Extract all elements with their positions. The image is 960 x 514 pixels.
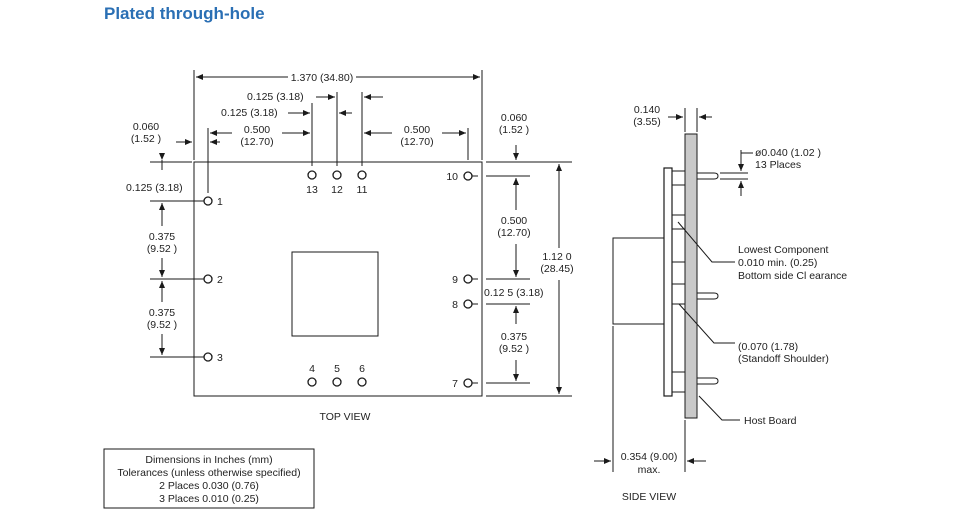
pin-9 (463, 274, 473, 284)
dim-pin13-left: 0.125 (3.18) (221, 107, 278, 119)
pin-count: 13 Places (755, 159, 801, 171)
notes-line-3: 2 Places 0.030 (0.76) (159, 480, 259, 492)
dim-left-to-13: 0.500 (244, 124, 270, 136)
pin-label-10: 10 (446, 171, 458, 183)
top-view: 1 2 3 4 5 6 7 8 9 10 11 12 13 (126, 70, 574, 423)
dim-left-edge-mm: (1.52 ) (131, 133, 161, 145)
pin-label-13: 13 (306, 184, 318, 196)
dim-left-to-13-mm: (12.70) (240, 136, 273, 148)
dim-max-height: 0.354 (9.00) (621, 451, 678, 463)
pin-8 (463, 299, 473, 309)
pin-label-3: 3 (217, 352, 223, 364)
pin-label-4: 4 (309, 363, 315, 375)
dim-overall-height: 1.12 0 (542, 251, 571, 263)
standoff-2: (Standoff Shoulder) (738, 353, 829, 365)
pin-7 (463, 378, 473, 388)
dim-pin1-2-mm: (9.52 ) (147, 243, 177, 255)
pin-label-12: 12 (331, 184, 343, 196)
pin-11 (357, 170, 367, 180)
dim-pin1-2: 0.375 (149, 231, 175, 243)
dim-right-edge-mm: (1.52 ) (499, 124, 529, 136)
host-board-label: Host Board (744, 415, 797, 427)
dim-left-edge: 0.060 (133, 121, 159, 133)
host-board (684, 133, 698, 419)
module-outline (193, 161, 483, 397)
lowest-component-2: 0.010 min. (0.25) (738, 257, 817, 269)
pin-circles (203, 170, 473, 388)
pin-label-7: 7 (452, 378, 458, 390)
notes-line-4: 3 Places 0.010 (0.25) (159, 493, 259, 505)
pin-label-6: 6 (359, 363, 365, 375)
dim-pin10-9: 0.500 (501, 215, 527, 227)
pin-10 (463, 171, 473, 181)
dim-pin8-7: 0.375 (501, 331, 527, 343)
pin-13 (307, 170, 317, 180)
dim-pin2-3-mm: (9.52 ) (147, 319, 177, 331)
pin-12 (332, 170, 342, 180)
lowest-component-1: Lowest Component (738, 244, 829, 256)
lowest-component-3: Bottom side Cl earance (738, 270, 847, 282)
pin-leaders (198, 175, 478, 384)
pin-3 (203, 352, 213, 362)
tolerance-notes: Dimensions in Inches (mm) Tolerances (un… (103, 448, 315, 509)
pin-6 (357, 377, 367, 387)
pin-label-5: 5 (334, 363, 340, 375)
page-title: Plated through-hole (104, 4, 265, 23)
pin-label-1: 1 (217, 196, 223, 208)
dim-side-thickness: 0.140 (634, 104, 660, 116)
standoff-1: (0.070 (1.78) (738, 341, 798, 353)
dim-pin2-3: 0.375 (149, 307, 175, 319)
dim-right-to-11: 0.500 (404, 124, 430, 136)
top-view-caption: TOP VIEW (320, 411, 371, 423)
pin-4 (307, 377, 317, 387)
pin-5 (332, 377, 342, 387)
module-pcb (663, 167, 673, 397)
pin-2 (203, 274, 213, 284)
side-pins (671, 170, 719, 393)
pin-label-11: 11 (357, 184, 368, 196)
dim-pin10-9-mm: (12.70) (497, 227, 530, 239)
dim-pin12-13: 0.125 (3.18) (247, 91, 304, 103)
side-view-caption: SIDE VIEW (622, 491, 676, 503)
notes-line-1: Dimensions in Inches (mm) (145, 454, 272, 466)
pin-1 (203, 196, 213, 206)
dim-right-edge: 0.060 (501, 112, 527, 124)
dim-overall-height-mm: (28.45) (540, 263, 573, 275)
pin-label-9: 9 (452, 274, 458, 286)
side-view: 0.140 (3.55) ø0.040 (1.02 ) 13 Places Lo… (594, 104, 847, 503)
dim-pin8-7-mm: (9.52 ) (499, 343, 529, 355)
dim-side-thickness-mm: (3.55) (633, 116, 660, 128)
dim-max-label: max. (638, 464, 661, 476)
dim-right-to-11-mm: (12.70) (400, 136, 433, 148)
pin-label-2: 2 (217, 274, 223, 286)
tall-component (612, 237, 665, 325)
component-block (291, 251, 379, 337)
dim-top-to-pin1: 0.125 (3.18) (126, 182, 183, 194)
dim-pin9-8: 0.12 5 (3.18) (484, 287, 544, 299)
pin-label-8: 8 (452, 299, 458, 311)
notes-line-2: Tolerances (unless otherwise specified) (117, 467, 300, 479)
dim-overall-width: 1.370 (34.80) (291, 72, 353, 84)
extension-lines (150, 70, 572, 397)
pin-diameter: ø0.040 (1.02 ) (755, 147, 821, 159)
